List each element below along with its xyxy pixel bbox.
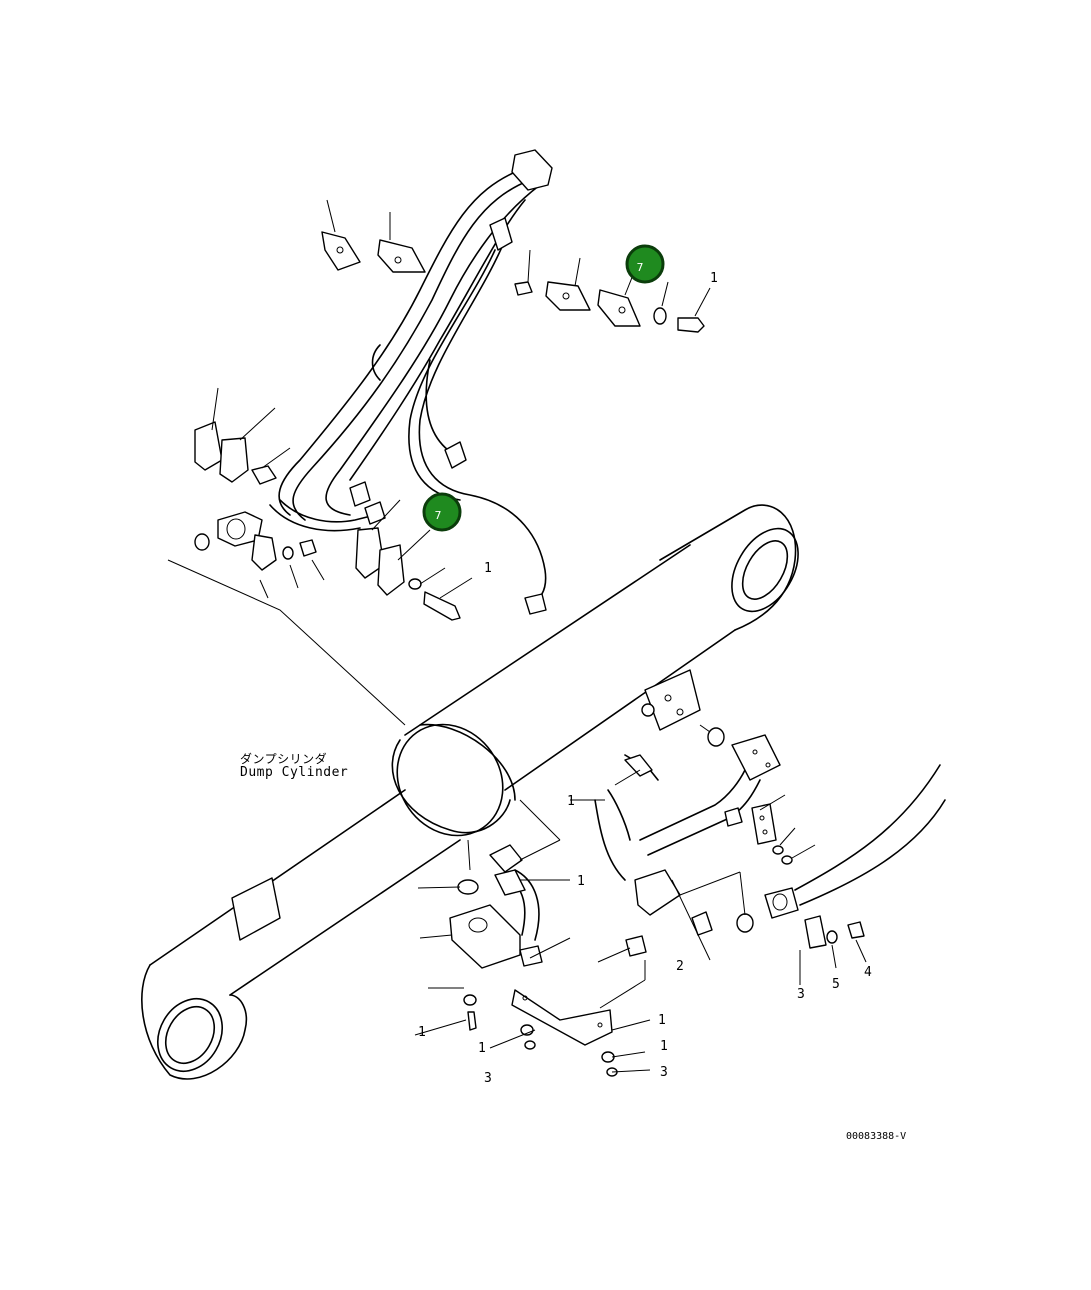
callout-label: 1 [660, 1039, 668, 1054]
component-label-japanese: ダンプシリンダ [240, 752, 328, 766]
callout-label: 3 [484, 1071, 492, 1086]
callout-label: 1 [484, 561, 492, 576]
callout-label: 4 [864, 965, 872, 980]
clamp-group-left [167, 387, 473, 726]
callout-label: 3 [660, 1065, 668, 1080]
hotspot-label: 7 [435, 509, 442, 522]
component-label-english: Dump Cylinder [240, 765, 349, 780]
callout-label: 1 [418, 1025, 426, 1040]
callout-label: 1 [567, 794, 575, 809]
callout-label: 3 [797, 987, 805, 1002]
dump-cylinder [141, 504, 799, 1080]
right-pipe-assembly [594, 734, 946, 985]
upper-hose-assembly [269, 149, 553, 615]
callout-label: 1 [478, 1041, 486, 1056]
clamp-group-upper [321, 199, 711, 333]
callout-label: 1 [577, 874, 585, 889]
hotspot-marker[interactable]: 7 [422, 492, 462, 532]
callout-label: 1 [658, 1013, 666, 1028]
callout-labels: 1 1 1 2 1 3 4 5 1 1 3 1 1 3 [418, 271, 872, 1086]
hotspot-marker[interactable]: 7 [625, 244, 665, 284]
drawing-number: 00083388-V [846, 1131, 907, 1142]
component-label: ダンプシリンダ Dump Cylinder [240, 752, 348, 780]
callout-label: 1 [710, 271, 718, 286]
callout-label: 5 [832, 977, 840, 992]
lower-bracket-assembly [414, 769, 651, 1077]
callout-label: 2 [676, 959, 684, 974]
hotspot-label: 7 [637, 261, 644, 274]
